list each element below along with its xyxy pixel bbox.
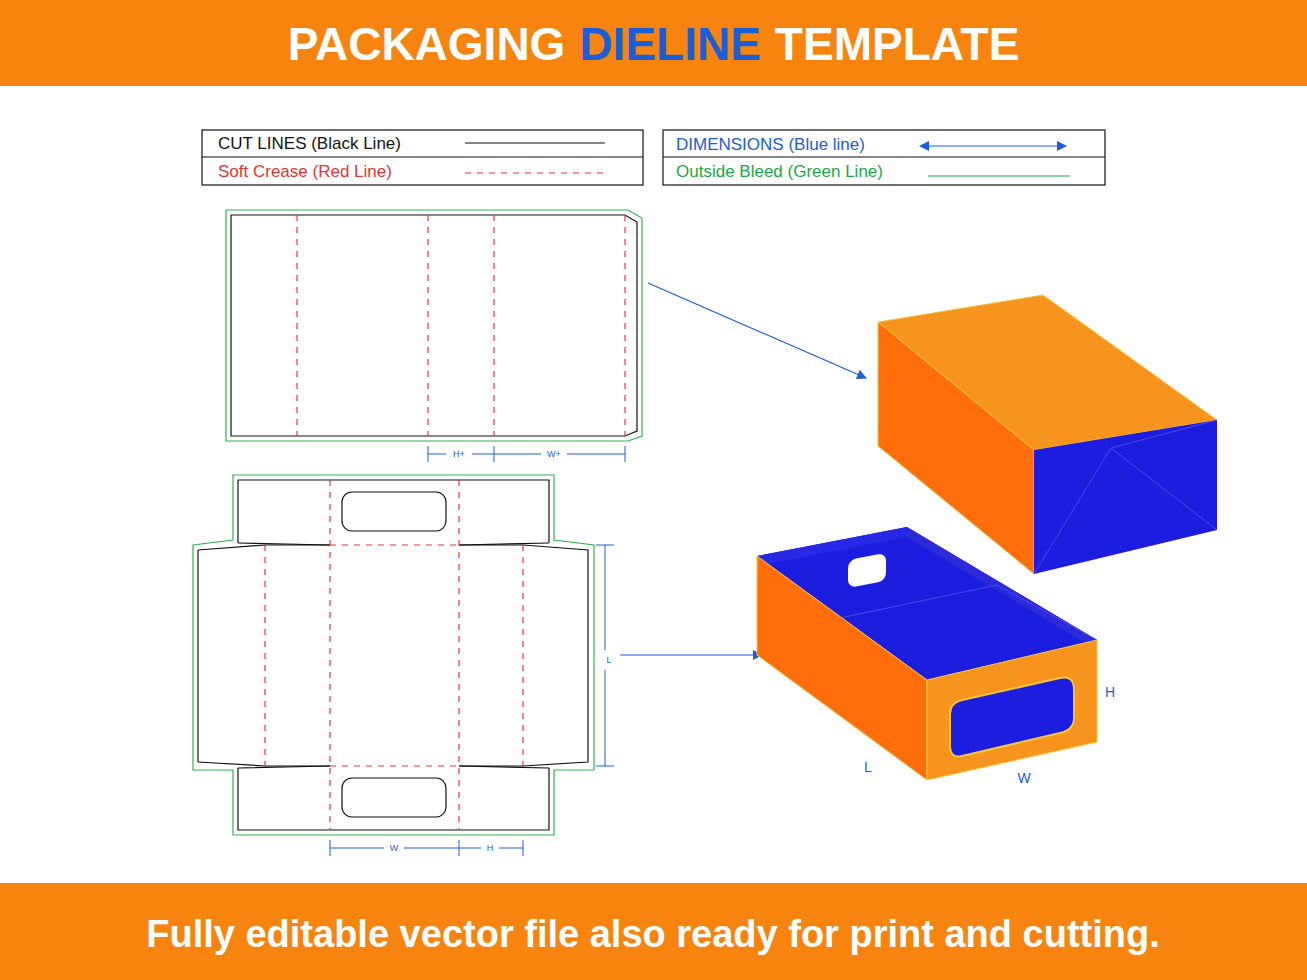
dimension-label: W <box>1017 771 1030 785</box>
title-word: PACKAGING <box>288 21 566 67</box>
dimension-label: W <box>390 844 399 853</box>
legend-text: DIMENSIONS (Blue line) <box>676 136 865 153</box>
dimension-label: L <box>606 656 611 665</box>
dimension-label: H <box>1105 685 1115 699</box>
dimension-label: L <box>864 760 872 774</box>
title-word: TEMPLATE <box>775 21 1019 67</box>
legend-text: Soft Crease (Red Line) <box>218 163 392 180</box>
legend-text: CUT LINES (Black Line) <box>218 135 401 152</box>
dimension-label: W+ <box>547 450 561 459</box>
title-word: DIELINE <box>579 21 760 67</box>
caption: Fully editable vector file also ready fo… <box>146 915 1160 953</box>
dimension-label: H <box>487 844 494 853</box>
dimension-label: H+ <box>453 450 465 459</box>
legend-text: Outside Bleed (Green Line) <box>676 163 883 180</box>
